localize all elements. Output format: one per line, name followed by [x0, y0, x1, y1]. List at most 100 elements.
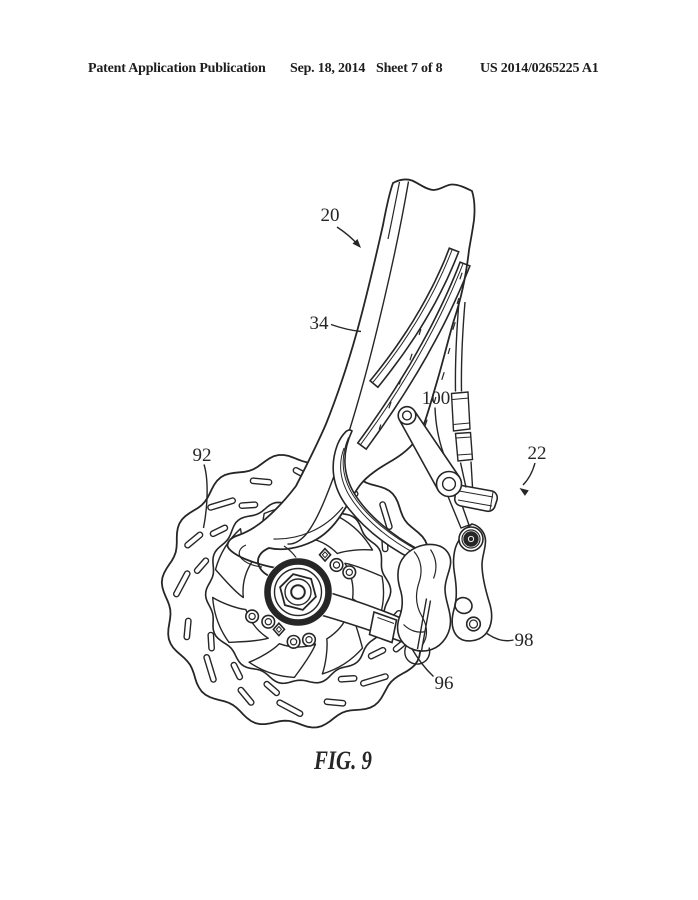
arrowhead-20 — [352, 239, 361, 248]
caliper-body — [396, 543, 452, 665]
drawing-path — [372, 249, 453, 384]
fork-groove-outer — [356, 261, 471, 451]
fork-groove-inner — [368, 247, 460, 389]
drawing-ellipse — [454, 596, 473, 615]
drawing-circle — [401, 410, 413, 421]
drawing-path — [279, 573, 317, 611]
drawing-circle — [332, 561, 341, 569]
drawing-path — [359, 263, 464, 446]
drawing-circle — [284, 578, 312, 606]
drawing-circle — [301, 632, 317, 647]
drawing-path — [396, 543, 452, 652]
figure-caption: FIG. 9 — [313, 746, 372, 775]
ref-20: 20 — [321, 205, 361, 248]
drawing-circle — [463, 531, 479, 547]
mount-bolt — [458, 526, 484, 552]
drawing-path — [456, 436, 473, 456]
ref-34: 34 — [310, 313, 362, 334]
leader-line-22 — [522, 462, 536, 486]
hub-axle — [263, 557, 333, 627]
drawing-path — [398, 410, 461, 491]
drawing-path — [452, 397, 470, 425]
drawing-path — [450, 391, 471, 432]
drawing-path — [287, 181, 410, 545]
drawing-circle — [329, 557, 344, 573]
header-publication: Patent Application Publication — [88, 61, 266, 76]
ref-label-96: 96 — [435, 673, 454, 694]
drawing-path — [454, 300, 466, 392]
drawing-path — [342, 437, 421, 552]
drawing-path — [318, 547, 332, 563]
ref-22: 22 — [519, 443, 547, 496]
ref-98: 98 — [486, 630, 534, 651]
leader-line-100 — [434, 407, 445, 454]
leader-line-92 — [202, 464, 208, 529]
caliper-assembly — [396, 484, 499, 665]
drawing-circle — [263, 557, 333, 627]
drawing-circle — [435, 470, 463, 498]
drawing-path — [457, 490, 494, 511]
drawing-path — [377, 617, 395, 624]
dropout-nose-detail — [238, 544, 263, 568]
arrowhead-22 — [519, 488, 529, 496]
drawing-circle — [261, 614, 276, 629]
drawing-path — [340, 447, 417, 555]
brake-hose — [450, 300, 474, 488]
pull-rod — [416, 598, 432, 652]
ref-label-22: 22 — [528, 443, 547, 464]
drawing-path — [459, 461, 474, 488]
ref-label-100: 100 — [422, 388, 451, 409]
ref-label-34: 34 — [310, 313, 330, 334]
drawing-path — [413, 551, 428, 646]
drawing-circle — [441, 476, 457, 492]
header-date: Sep. 18, 2014 — [290, 61, 366, 76]
header-document-number: US 2014/0265225 A1 — [480, 61, 599, 76]
drawing-path — [451, 523, 493, 642]
rotor-inner-edge — [204, 500, 392, 685]
drawing-path — [399, 410, 460, 491]
drawing-circle — [468, 536, 474, 542]
drawing-path — [404, 645, 431, 665]
ref-92: 92 — [193, 445, 212, 529]
rotor-bolts — [245, 547, 357, 649]
adapter-bracket — [451, 523, 493, 642]
header-sheet: Sheet 7 of 8 — [376, 61, 443, 76]
fork-leg — [226, 178, 476, 579]
drawing-path — [273, 506, 344, 540]
drawing-path — [403, 624, 426, 633]
drawing-circle — [264, 618, 272, 626]
leader-line-98 — [486, 632, 514, 642]
ref-96: 96 — [410, 647, 454, 694]
drawing-circle — [345, 568, 353, 577]
reference-labels: 20 34 100 92 22 98 96 — [193, 205, 547, 694]
linkage — [397, 405, 463, 498]
drawing-circle — [342, 565, 357, 580]
leader-line-96 — [410, 647, 434, 678]
leader-line-34 — [330, 323, 362, 333]
fork-hatch-dashes — [378, 272, 463, 430]
ref-label-20: 20 — [321, 205, 340, 226]
fork-silhouette — [226, 178, 476, 579]
drawing-path — [430, 549, 437, 579]
drawing-circle — [465, 616, 482, 632]
drawing-path — [275, 625, 283, 634]
drawing-circle — [305, 636, 313, 644]
drawing-circle — [245, 609, 260, 624]
drawing-circle — [461, 529, 481, 549]
ref-100: 100 — [422, 388, 451, 454]
drawing-circle — [264, 558, 332, 626]
drawing-circle — [289, 638, 298, 646]
drawing-path — [272, 622, 286, 637]
drawing-circle — [248, 612, 256, 621]
drawing-circle — [397, 405, 417, 426]
ref-label-98: 98 — [515, 630, 534, 651]
page-header: Patent Application Publication Sep. 18, … — [0, 61, 698, 81]
drawing-circle — [290, 584, 306, 600]
drawing-circle — [286, 634, 301, 649]
drawing-path — [387, 181, 401, 240]
drawing-circle — [273, 567, 323, 617]
drawing-path — [321, 551, 329, 559]
ref-label-92: 92 — [193, 445, 212, 466]
